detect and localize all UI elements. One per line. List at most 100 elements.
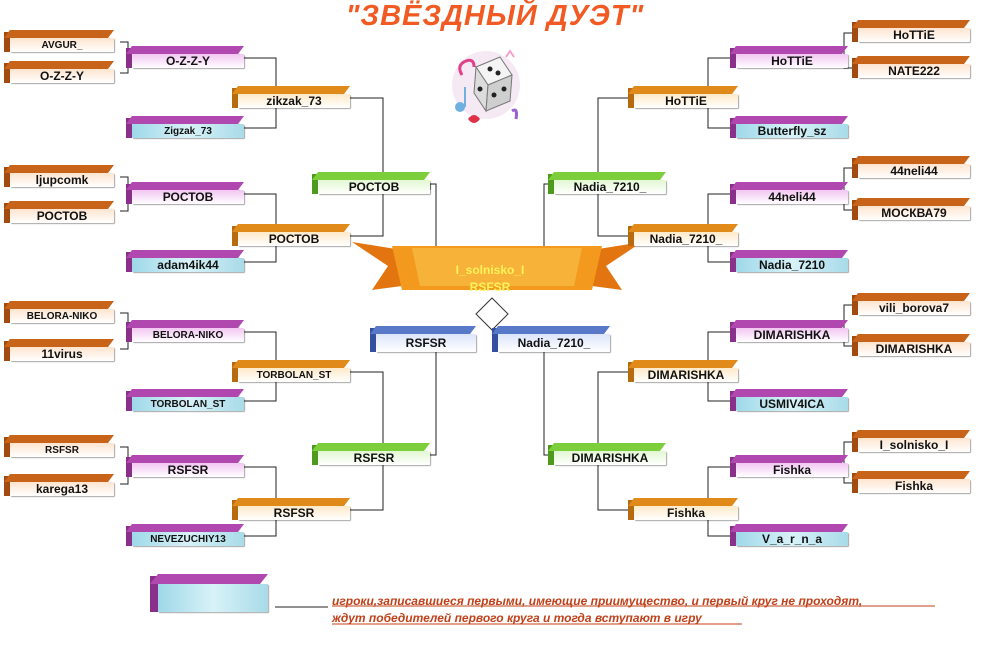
player-name: Nadia_7210_ bbox=[649, 232, 723, 246]
match-left-r2-5[interactable]: BELORA-NIKO bbox=[126, 320, 244, 342]
match-right-r2-1[interactable]: HoTTiE bbox=[730, 46, 848, 68]
dice-with-music-notes-icon bbox=[452, 49, 520, 123]
match-left-r2-8[interactable]: NEVEZUCHIY13 bbox=[126, 524, 244, 546]
player-name: HoTTiE bbox=[893, 28, 935, 42]
player-name: РОСТОВ bbox=[268, 232, 320, 246]
match-left-r3-2[interactable]: РОСТОВ bbox=[232, 224, 350, 246]
player-name: DIMARISHKA bbox=[647, 368, 725, 382]
match-right-r2-5[interactable]: DIMARISHKA bbox=[730, 320, 848, 342]
player-name: RSFSR bbox=[405, 336, 447, 350]
player-name: O-Z-Z-Y bbox=[40, 69, 84, 83]
player-name: Butterfly_sz bbox=[757, 124, 827, 138]
player-name: I_solnisko_I bbox=[879, 438, 949, 452]
match-right-r1-1[interactable]: HoTTiE bbox=[852, 20, 970, 42]
match-left-r1-2[interactable]: O-Z-Z-Y bbox=[4, 61, 114, 83]
match-right-r1-3[interactable]: 44neli44 bbox=[852, 156, 970, 178]
match-right-r2-4[interactable]: Nadia_7210 bbox=[730, 250, 848, 272]
match-left-r2-6[interactable]: TORBOLAN_ST bbox=[126, 389, 244, 411]
match-left-r1-8[interactable]: karega13 bbox=[4, 474, 114, 496]
player-name: RSFSR bbox=[353, 451, 395, 465]
player-name: ljupcomk bbox=[35, 173, 89, 187]
match-right-r3-4[interactable]: Fishka bbox=[628, 498, 738, 520]
player-name: adam4ik44 bbox=[157, 258, 219, 272]
match-left-r3-1[interactable]: zikzak_73 bbox=[232, 86, 350, 108]
match-right-r4-1[interactable]: Nadia_7210_ bbox=[548, 172, 666, 194]
match-left-r2-4[interactable]: adam4ik44 bbox=[126, 250, 244, 272]
match-left-r3-3[interactable]: TORBOLAN_ST bbox=[232, 360, 350, 382]
player-name: zikzak_73 bbox=[266, 94, 322, 108]
player-name: BELORA-NIKO bbox=[152, 329, 224, 341]
player-name: TORBOLAN_ST bbox=[150, 398, 226, 410]
player-name: Nadia_7210 bbox=[758, 258, 826, 272]
player-name: O-Z-Z-Y bbox=[166, 54, 210, 68]
player-name: 44neli44 bbox=[768, 190, 816, 204]
match-right-r1-7[interactable]: I_solnisko_I bbox=[852, 430, 970, 452]
match-left-r1-6[interactable]: 11virus bbox=[4, 339, 114, 361]
player-name: 11virus bbox=[41, 347, 83, 361]
match-right-r1-2[interactable]: NATE222 bbox=[852, 56, 970, 78]
player-name: DIMARISHKA bbox=[875, 342, 953, 356]
match-left-r3-4[interactable]: RSFSR bbox=[232, 498, 350, 520]
player-name: МОСКВА79 bbox=[881, 206, 947, 220]
match-left-r4-2[interactable]: RSFSR bbox=[312, 443, 430, 465]
player-name: РОСТОВ bbox=[36, 209, 88, 223]
player-name: vili_borova7 bbox=[878, 301, 950, 315]
player-name: Fishka bbox=[666, 506, 705, 520]
player-name: RSFSR bbox=[45, 444, 79, 456]
match-left-r1-1[interactable]: AVGUR_ bbox=[4, 30, 114, 52]
legend-note-line1: игроки,записавшиеся первыми, имеющие при… bbox=[332, 594, 863, 608]
match-right-r4-2[interactable]: DIMARISHKA bbox=[548, 443, 666, 465]
match-right-r2-3[interactable]: 44neli44 bbox=[730, 182, 848, 204]
player-name: USMIV4ICA bbox=[759, 397, 825, 411]
semifinal-right[interactable]: Nadia_7210_ bbox=[492, 326, 610, 352]
match-left-r1-5[interactable]: BELORA-NIKO bbox=[4, 301, 114, 323]
semifinal-left[interactable]: RSFSR bbox=[370, 326, 476, 352]
match-right-r2-6[interactable]: USMIV4ICA bbox=[730, 389, 848, 411]
final-banner bbox=[352, 242, 642, 290]
player-name: karega13 bbox=[35, 482, 89, 496]
player-name: NEVEZUCHIY13 bbox=[150, 533, 226, 545]
player-name: 44neli44 bbox=[890, 164, 938, 178]
tournament-title: "ЗВЁЗДНЫЙ ДУЭТ" bbox=[345, 0, 645, 32]
match-right-r3-1[interactable]: HoTTiE bbox=[628, 86, 738, 108]
match-left-r1-3[interactable]: ljupcomk bbox=[4, 165, 114, 187]
match-left-r2-3[interactable]: РОСТОВ bbox=[126, 182, 244, 204]
player-name: Fishka bbox=[772, 463, 811, 477]
player-name: V_a_r_n_a bbox=[761, 532, 823, 546]
player-name: Zigzak_73 bbox=[164, 125, 212, 137]
player-name: Fishka bbox=[894, 479, 933, 493]
player-name: AVGUR_ bbox=[41, 39, 83, 51]
match-right-r2-2[interactable]: Butterfly_sz bbox=[730, 116, 848, 138]
match-right-r2-8[interactable]: V_a_r_n_a bbox=[730, 524, 848, 546]
player-name: RSFSR bbox=[167, 463, 209, 477]
match-left-r2-2[interactable]: Zigzak_73 bbox=[126, 116, 244, 138]
player-name: HoTTiE bbox=[771, 54, 813, 68]
match-left-r1-7[interactable]: RSFSR bbox=[4, 435, 114, 457]
match-right-r1-4[interactable]: МОСКВА79 bbox=[852, 198, 970, 220]
match-right-r2-7[interactable]: Fishka bbox=[730, 455, 848, 477]
match-left-r4-1[interactable]: РОСТОВ bbox=[312, 172, 430, 194]
player-name: TORBOLAN_ST bbox=[256, 369, 332, 381]
match-right-r3-3[interactable]: DIMARISHKA bbox=[628, 360, 738, 382]
player-name: HoTTiE bbox=[665, 94, 707, 108]
player-name: РОСТОВ bbox=[348, 180, 400, 194]
match-right-r1-8[interactable]: Fishka bbox=[852, 471, 970, 493]
final-runner-label: RSFSR bbox=[469, 280, 511, 294]
player-name: RSFSR bbox=[273, 506, 315, 520]
player-name: NATE222 bbox=[888, 64, 940, 78]
match-left-r1-4[interactable]: РОСТОВ bbox=[4, 201, 114, 223]
player-name: DIMARISHKA bbox=[571, 451, 649, 465]
match-right-r3-2[interactable]: Nadia_7210_ bbox=[628, 224, 738, 246]
match-left-r2-7[interactable]: RSFSR bbox=[126, 455, 244, 477]
player-name: DIMARISHKA bbox=[753, 328, 831, 342]
match-left-r2-1[interactable]: O-Z-Z-Y bbox=[126, 46, 244, 68]
legend-note-line2: ждут победителей первого круга и тогда в… bbox=[332, 611, 702, 625]
match-right-r1-6[interactable]: DIMARISHKA bbox=[852, 334, 970, 356]
final-winner-label: I_solnisko_I bbox=[455, 263, 525, 277]
player-name: BELORA-NIKO bbox=[26, 310, 98, 322]
player-name: Nadia_7210_ bbox=[573, 180, 647, 194]
legend-swatch bbox=[150, 574, 268, 612]
match-right-r1-5[interactable]: vili_borova7 bbox=[852, 293, 970, 315]
player-name: РОСТОВ bbox=[162, 190, 214, 204]
player-name: Nadia_7210_ bbox=[517, 336, 591, 350]
